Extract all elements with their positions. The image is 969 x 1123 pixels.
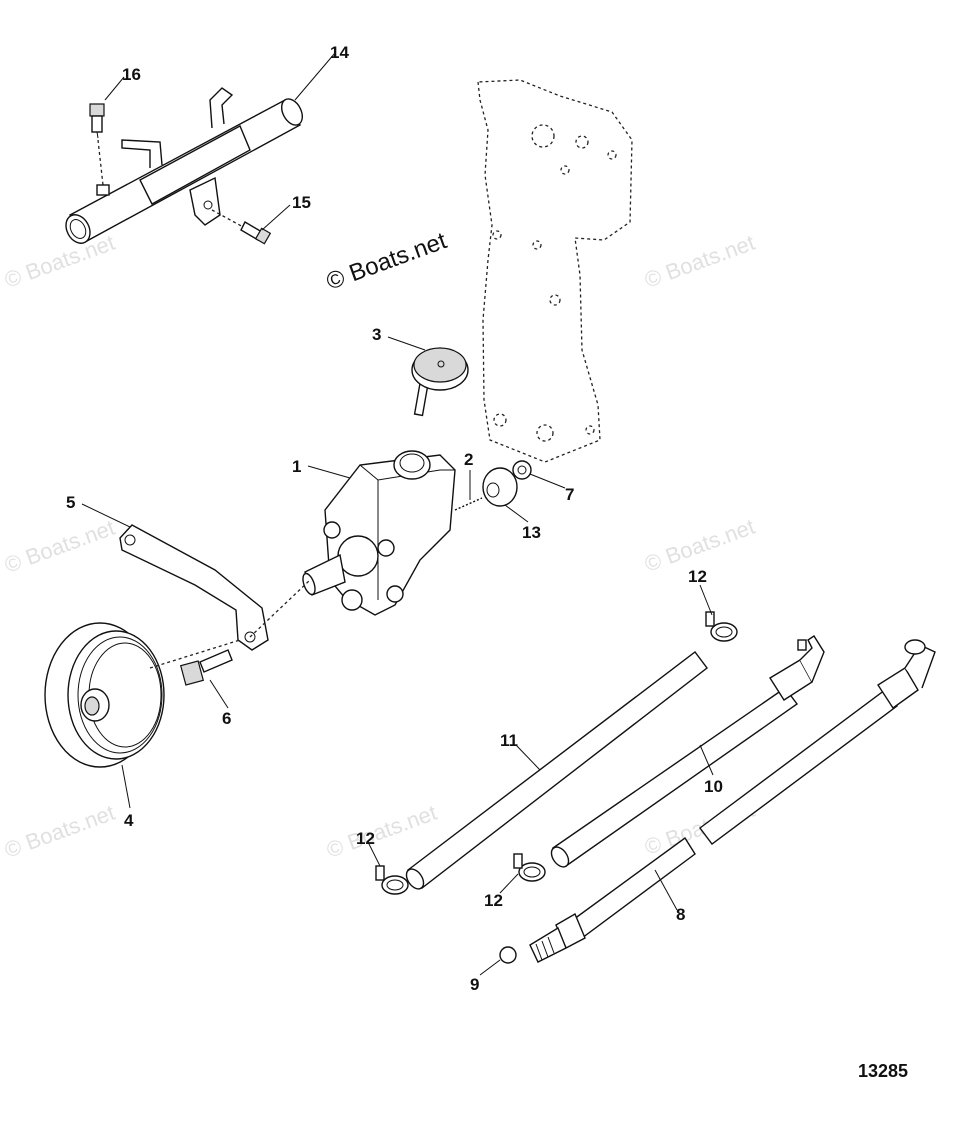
diagram-number: 13285: [858, 1061, 908, 1081]
callout-8: 8: [676, 905, 685, 924]
part-4-pulley: [44, 622, 241, 768]
callout-2: 2: [464, 450, 473, 469]
part-8-hose-lower: [529, 836, 696, 963]
callout-13: 13: [522, 523, 541, 542]
part-12-clamp-left: [375, 865, 409, 895]
leader-lines: [81, 52, 714, 976]
callout-6: 6: [222, 709, 231, 728]
part-7-nut: [512, 460, 532, 480]
callout-1: 1: [292, 457, 301, 476]
part-12-clamp-middle: [513, 853, 546, 882]
watermark-left-bottom: © Boats.net: [1, 800, 118, 863]
callout-12-middle: 12: [484, 891, 503, 910]
part-9-o-ring: [499, 946, 517, 964]
part-13-spacer: [482, 467, 518, 507]
mounting-bracket-outline: [477, 79, 633, 463]
part-8-hose-upper: [699, 639, 936, 845]
callout-14: 14: [330, 43, 349, 62]
watermark-right-top: © Boats.net: [641, 230, 758, 293]
watermark-main: © Boats.net: [323, 227, 451, 295]
callout-16: 16: [122, 65, 141, 84]
callout-11: 11: [500, 731, 518, 750]
part-3-reservoir-cap: [411, 347, 469, 417]
part-11-hose: [405, 651, 708, 890]
part-14-cooler-tube: [65, 87, 304, 244]
callout-7: 7: [565, 485, 574, 504]
callout-15: 15: [292, 193, 311, 212]
part-1-power-steering-pump: [302, 450, 456, 616]
callout-9: 9: [470, 975, 479, 994]
callout-12-left: 12: [356, 829, 375, 848]
part-16-sensor: [89, 103, 110, 196]
callout-4: 4: [124, 811, 134, 830]
watermark-left-top: © Boats.net: [1, 230, 118, 293]
callouts: 1 2 3 4 5 6 7 8 9 10 11 12 12 12 13 14 1…: [66, 43, 723, 994]
part-15-bolt: [211, 209, 272, 245]
callout-5: 5: [66, 493, 75, 512]
callout-3: 3: [372, 325, 381, 344]
part-12-clamp-upper: [705, 611, 738, 642]
part-10-hose: [550, 635, 825, 868]
part-5-bracket: [119, 524, 311, 651]
callout-10: 10: [704, 777, 723, 796]
part-2-stud: [454, 497, 483, 511]
watermark-left-mid: © Boats.net: [1, 515, 118, 578]
watermark-center-bottom: © Boats.net: [323, 800, 440, 863]
callout-12-upper: 12: [688, 567, 707, 586]
part-6-bolt: [179, 649, 233, 686]
